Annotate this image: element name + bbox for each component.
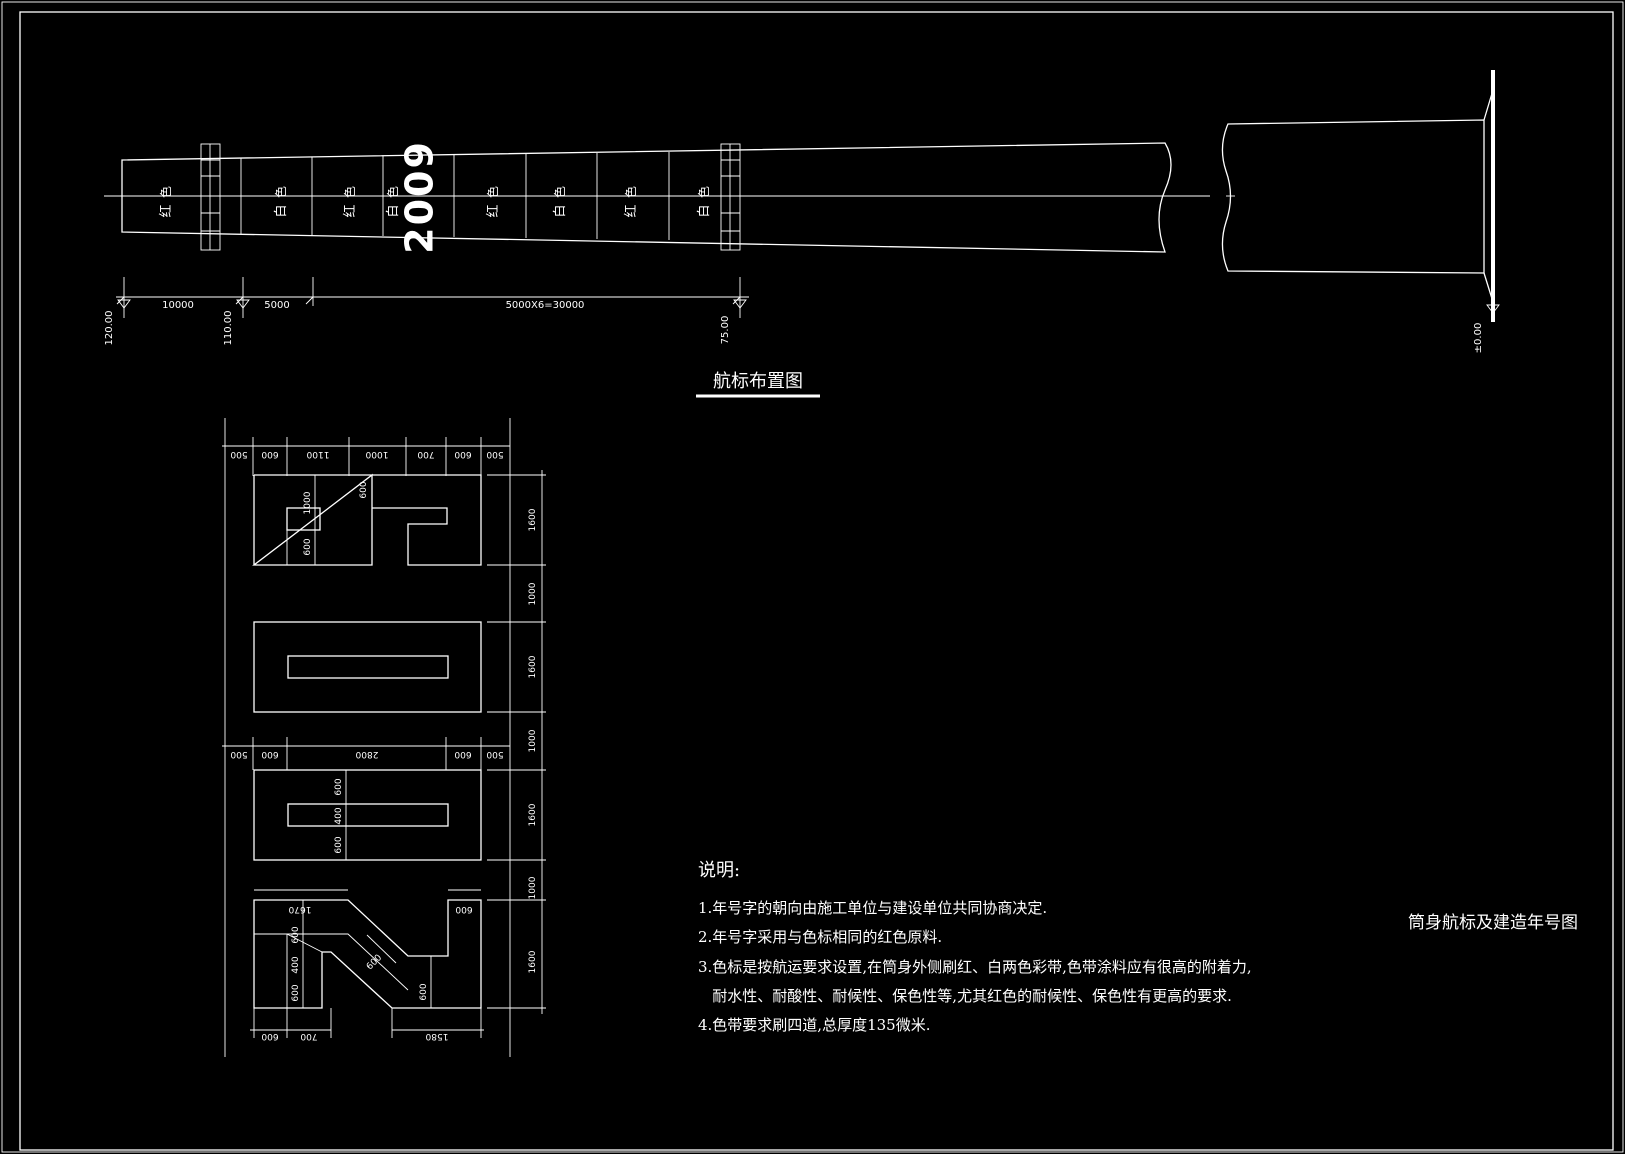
dim-5000: 5000 <box>264 300 289 311</box>
digit-0b-outline <box>253 769 482 861</box>
svg-text:600: 600 <box>261 749 278 759</box>
band-label: 红 <box>485 204 501 217</box>
svg-text:1600: 1600 <box>528 655 538 678</box>
note-item-2: 2.年号字采用与色标相同的红色原料. <box>698 928 943 946</box>
svg-text:400: 400 <box>334 807 344 824</box>
band-label: 红 <box>158 204 174 217</box>
elevation-0: ±0.00 <box>1473 323 1484 354</box>
digit-details: 500 600 1100 1000 700 600 500 600 1000 6… <box>222 418 546 1057</box>
svg-text:1000: 1000 <box>303 491 313 514</box>
svg-text:1000: 1000 <box>528 729 538 752</box>
svg-text:色: 色 <box>697 186 711 198</box>
chimney-base <box>1221 119 1485 274</box>
svg-text:色: 色 <box>486 186 500 198</box>
svg-text:色: 色 <box>274 186 288 198</box>
elevation-75: 75.00 <box>720 316 731 345</box>
svg-text:500: 500 <box>486 449 503 459</box>
chimney-shaft <box>121 142 1172 253</box>
sheet-title: 筒身航标及建造年号图 <box>1408 913 1578 933</box>
svg-text:600: 600 <box>454 449 471 459</box>
svg-text:色: 色 <box>386 186 400 198</box>
svg-text:600: 600 <box>359 481 369 498</box>
svg-text:400: 400 <box>291 956 301 973</box>
layout-title: 航标布置图 <box>713 371 803 392</box>
svg-text:700: 700 <box>300 1031 317 1041</box>
svg-text:600: 600 <box>334 836 344 853</box>
year-number: 2009 <box>398 140 442 254</box>
svg-text:600: 600 <box>334 778 344 795</box>
platform-lower <box>720 143 741 251</box>
notes-heading: 说明: <box>698 860 741 881</box>
svg-text:600: 600 <box>303 538 313 555</box>
digit-0-outline <box>253 621 482 713</box>
svg-text:1600: 1600 <box>528 950 538 973</box>
platform-upper <box>200 143 221 251</box>
band-label: 白 <box>273 204 289 217</box>
svg-text:1100: 1100 <box>306 449 329 459</box>
svg-text:2800: 2800 <box>355 749 378 759</box>
svg-text:500: 500 <box>486 749 503 759</box>
svg-text:700: 700 <box>417 449 434 459</box>
note-item-3-cont: 耐水性、耐酸性、耐候性、保色性等,尤其红色的耐候性、保色性有更高的要求. <box>698 987 1232 1005</box>
svg-text:600: 600 <box>261 449 278 459</box>
chimney-dimensions: 10000 5000 5000X6=30000 120.00 110.00 75… <box>104 277 1500 354</box>
svg-text:600: 600 <box>419 983 429 1000</box>
chimney-elevation: 红 白 红 白 红 白 红 白 色 色 色 色 色 色 色 色 2009 <box>104 70 1495 322</box>
band-label: 白 <box>552 204 568 217</box>
svg-text:1000: 1000 <box>528 876 538 899</box>
svg-text:1000: 1000 <box>365 449 388 459</box>
svg-text:500: 500 <box>230 449 247 459</box>
svg-text:1000: 1000 <box>528 582 538 605</box>
svg-text:色: 色 <box>553 186 567 198</box>
note-item-3: 3.色标是按航运要求设置,在筒身外侧刷红、白两色彩带,色带涂料应有很高的附着力, <box>698 958 1252 976</box>
svg-text:色: 色 <box>159 186 173 198</box>
svg-text:500: 500 <box>230 749 247 759</box>
band-label: 红 <box>623 204 639 217</box>
svg-text:色: 色 <box>343 186 357 198</box>
svg-text:600: 600 <box>454 749 471 759</box>
svg-text:600: 600 <box>455 904 472 914</box>
svg-text:1600: 1600 <box>528 803 538 826</box>
svg-text:600: 600 <box>291 984 301 1001</box>
dim-5000x6: 5000X6=30000 <box>506 300 585 311</box>
svg-text:色: 色 <box>624 186 638 198</box>
digit-2-outline <box>252 473 482 566</box>
band-label: 白 <box>696 204 712 217</box>
dim-10000: 10000 <box>162 300 194 311</box>
svg-text:1580: 1580 <box>425 1031 448 1041</box>
svg-text:600: 600 <box>365 953 384 972</box>
svg-text:600: 600 <box>261 1031 278 1041</box>
inner-frame <box>19 11 1614 1151</box>
svg-text:600: 600 <box>291 926 301 943</box>
svg-text:1670: 1670 <box>288 904 311 914</box>
elevation-110: 110.00 <box>223 311 234 346</box>
note-item-4: 4.色带要求刷四道,总厚度135微米. <box>698 1016 931 1034</box>
digit-2b-outline <box>253 899 482 1009</box>
band-label: 白 <box>385 204 401 217</box>
band-label: 红 <box>342 204 358 217</box>
note-item-1: 1.年号字的朝向由施工单位与建设单位共同协商决定. <box>698 899 1048 917</box>
elevation-120: 120.00 <box>104 311 115 346</box>
color-mark: 色 色 色 色 色 色 色 色 <box>159 186 711 198</box>
svg-text:1600: 1600 <box>528 508 538 531</box>
